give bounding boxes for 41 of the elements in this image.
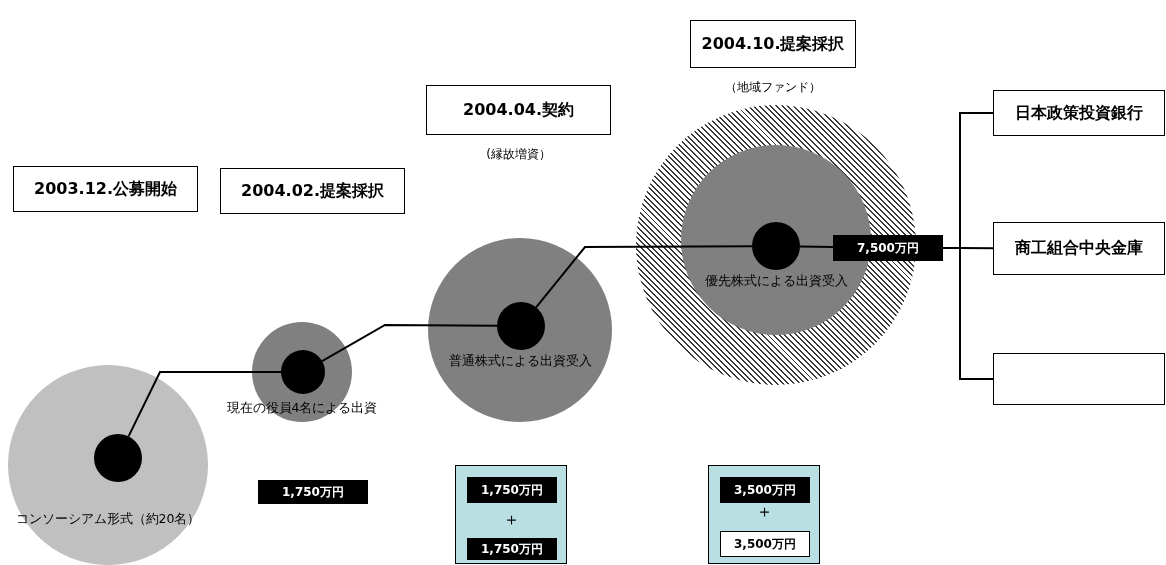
investor-box: [993, 90, 1165, 136]
investor-name: 商工組合中央金庫: [1015, 238, 1143, 259]
empty-box: [993, 353, 1165, 405]
milestone-label: 2004.04.契約: [463, 99, 574, 121]
note-text: （地域ファンド）: [725, 79, 821, 96]
dot: [752, 222, 800, 270]
amount-box: [467, 538, 557, 560]
amount-label: 3,500万円: [734, 481, 796, 499]
note-text: (縁故増資）: [486, 146, 551, 163]
amount-label: 7,500万円: [857, 239, 919, 257]
circle-label: 優先株式による出資受入: [704, 274, 848, 288]
amount-box: [720, 531, 810, 557]
plus-sign: ＋: [755, 502, 773, 521]
amount-label: 3,500万円: [734, 535, 796, 553]
dot: [281, 350, 325, 394]
amount-label: 1,750万円: [282, 483, 344, 501]
dot: [94, 434, 142, 482]
dot: [497, 302, 545, 350]
amount-label: 1,750万円: [481, 481, 543, 499]
connector-line: [799, 245, 834, 248]
circle-label: 現在の役員4名による出資: [226, 401, 378, 415]
investor-box: [993, 222, 1165, 275]
connector-line: [321, 324, 498, 363]
milestone-label: 2004.10.提案採択: [701, 33, 845, 55]
amount-box: [467, 477, 557, 503]
amount-box: [720, 477, 810, 503]
amount-box: [833, 235, 943, 261]
amount-label: 1,750万円: [481, 540, 543, 558]
milestone-box: [220, 168, 405, 214]
investor-name: 日本政策投資銀行: [1015, 102, 1143, 124]
connector-line: [535, 245, 753, 309]
circle-label: コンソーシアム形式（約20名）: [15, 512, 201, 526]
amount-box: [258, 480, 368, 504]
circle-label: 普通株式による出資受入: [448, 354, 592, 368]
milestone-label: 2003.12.公募開始: [34, 178, 177, 200]
amount-panel: [455, 465, 567, 564]
connector-line: [127, 371, 282, 438]
plus-sign: ＋: [502, 510, 520, 529]
milestone-box: [13, 166, 198, 212]
amount-panel: [708, 465, 820, 564]
milestone-label: 2004.02.提案採択: [241, 180, 384, 202]
